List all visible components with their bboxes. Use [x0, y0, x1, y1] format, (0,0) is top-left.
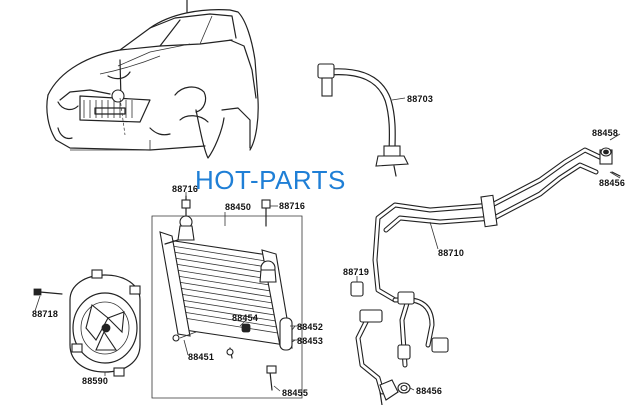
part-label-88454[interactable]: 88454	[232, 313, 259, 323]
part-label-88710[interactable]: 88710	[438, 248, 465, 258]
part-label-88453[interactable]: 88453	[297, 336, 324, 346]
condenser-88450-drawing	[151, 195, 303, 399]
part-label-88456-top[interactable]: 88456	[599, 178, 626, 188]
hose-88703-drawing	[317, 63, 409, 177]
vehicle-illustration	[46, 0, 259, 159]
pipe-88710-drawing	[350, 147, 613, 405]
part-label-88451[interactable]: 88451	[188, 352, 215, 362]
part-label-88716-right[interactable]: 88716	[279, 201, 306, 211]
o-ring-parts	[397, 147, 621, 394]
watermark-text: HOT-PARTS	[195, 165, 346, 195]
part-label-88456-bottom[interactable]: 88456	[416, 386, 443, 396]
part-label-88716-left[interactable]: 88716	[172, 184, 199, 194]
part-label-88458[interactable]: 88458	[592, 128, 619, 138]
part-label-88455[interactable]: 88455	[282, 388, 309, 398]
leader-lines	[34, 97, 621, 392]
part-label-88590[interactable]: 88590	[82, 376, 109, 386]
part-label-88718[interactable]: 88718	[32, 309, 59, 319]
part-label-88719[interactable]: 88719	[343, 267, 370, 277]
fan-88590-drawing	[33, 269, 141, 377]
part-label-88452[interactable]: 88452	[297, 322, 324, 332]
part-label-88703[interactable]: 88703	[407, 94, 434, 104]
part-label-88450[interactable]: 88450	[225, 202, 252, 212]
